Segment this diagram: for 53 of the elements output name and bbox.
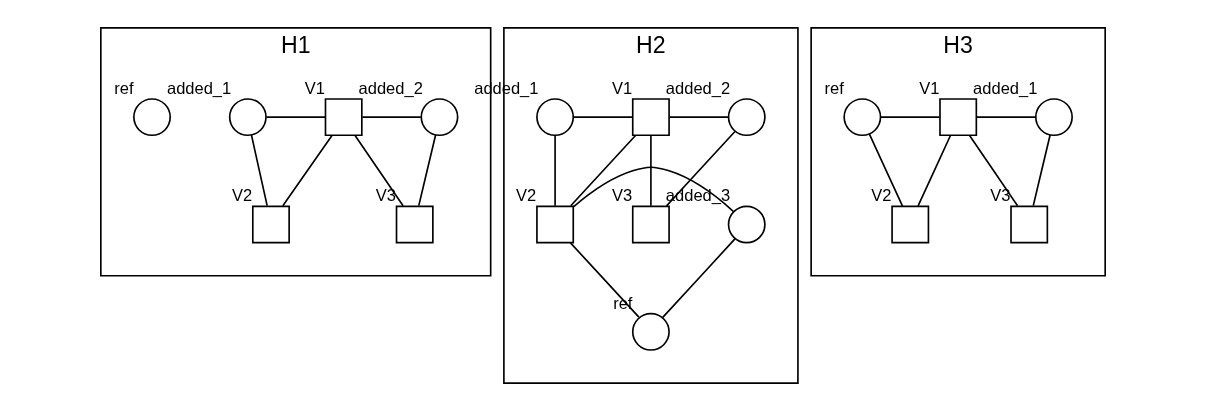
node-label: V2 [516,186,537,205]
connector [573,116,634,118]
node-label: V3 [375,186,396,205]
connector [572,166,735,213]
node-label: V1 [919,79,940,97]
node-label: V2 [871,186,892,205]
node-box [324,98,363,137]
node-label: added_2 [358,79,423,97]
node-label: V2 [231,186,253,205]
node-circle [631,312,670,351]
node-label: V3 [611,186,633,205]
node-circle [843,98,882,137]
connector [1032,134,1051,207]
node-box [939,98,978,137]
node-box [536,205,575,244]
node-box [395,205,434,244]
node-label: added_2 [665,79,731,97]
node-label: added_1 [973,79,1038,97]
connector [968,134,1019,207]
node-label: V1 [611,79,633,97]
node-box [251,205,290,244]
connector [569,134,637,207]
connector [868,133,904,207]
node-circle [536,98,575,137]
node-circle [420,98,459,137]
node-box [1010,205,1049,244]
connector [282,134,333,207]
connector [250,134,268,207]
node-circle [133,98,172,137]
node-box [891,205,930,244]
node-circle [1034,98,1073,137]
node-label: added_1 [166,79,232,97]
connector [569,242,640,318]
connector [650,134,652,207]
connector [976,116,1037,118]
node-circle [228,98,267,137]
connector [361,116,422,118]
connector [554,134,556,207]
node-label: V1 [304,79,325,97]
connector [265,116,326,118]
connector [880,116,941,118]
node-box [631,205,670,244]
connector [354,134,404,207]
node-label: ref [114,79,134,97]
node-circle [727,98,766,137]
connector [661,238,736,319]
node-circle [727,205,766,244]
node-label: ref [824,79,844,97]
connector [668,116,729,118]
connector [417,134,437,207]
connector [917,134,952,207]
node-box [631,98,670,137]
node-label: V3 [990,186,1011,205]
